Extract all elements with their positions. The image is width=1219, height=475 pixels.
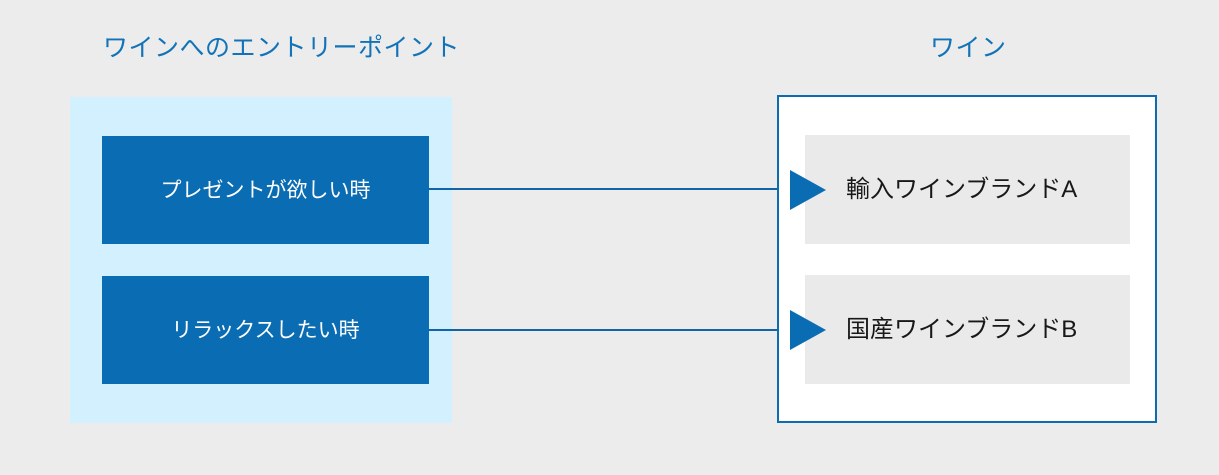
wine-brand-label-1: 国産ワインブランドB	[846, 315, 1078, 343]
wine-brand-box-1[interactable]: 国産ワインブランドB	[805, 275, 1130, 384]
wine-section-title: ワイン	[930, 34, 1007, 62]
entry-point-label-1: リラックスしたい時	[171, 318, 360, 342]
arrow-right-icon-1	[790, 310, 826, 350]
entry-points-section-title: ワインへのエントリーポイント	[103, 34, 461, 62]
entry-point-box-0[interactable]: プレゼントが欲しい時	[102, 136, 429, 244]
connector-line-0	[429, 188, 804, 190]
connector-line-1	[429, 329, 804, 331]
wine-brand-box-0[interactable]: 輸入ワインブランドA	[805, 135, 1130, 244]
wine-brand-label-0: 輸入ワインブランドA	[846, 175, 1078, 203]
entry-point-label-0: プレゼントが欲しい時	[160, 178, 371, 202]
entry-point-box-1[interactable]: リラックスしたい時	[102, 276, 429, 384]
arrow-right-icon-0	[790, 170, 826, 210]
